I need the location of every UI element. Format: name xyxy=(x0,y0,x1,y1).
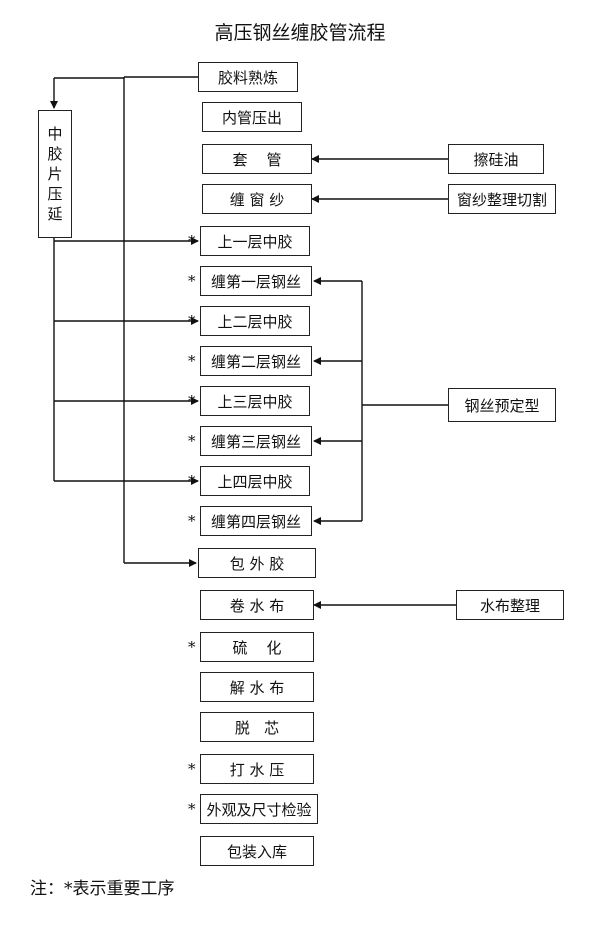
step-box-s18: 打 水 压 xyxy=(200,754,314,784)
step-box-s4: 缠 窗 纱 xyxy=(202,184,312,214)
step-box-s6: 缠第一层钢丝 xyxy=(200,266,312,296)
step-box-s1: 胶料熟炼 xyxy=(198,62,298,92)
important-step-star: * xyxy=(188,392,196,410)
side-char: 片 xyxy=(47,165,63,183)
side-char: 胶 xyxy=(47,145,63,163)
input-box-i4: 水布整理 xyxy=(456,590,564,620)
important-step-star: * xyxy=(188,472,196,490)
step-box-s7: 上二层中胶 xyxy=(200,306,310,336)
step-box-s5: 上一层中胶 xyxy=(200,226,310,256)
step-box-s14: 卷 水 布 xyxy=(200,590,314,620)
important-step-star: * xyxy=(188,512,196,530)
step-box-s20: 包装入库 xyxy=(200,836,314,866)
important-step-star: * xyxy=(188,352,196,370)
important-step-star: * xyxy=(188,638,196,656)
side-char: 延 xyxy=(47,205,63,223)
step-box-s10: 缠第三层钢丝 xyxy=(200,426,312,456)
step-box-s17: 脱 芯 xyxy=(200,712,314,742)
important-step-star: * xyxy=(188,232,196,250)
step-box-s11: 上四层中胶 xyxy=(200,466,310,496)
step-box-s13: 包 外 胶 xyxy=(198,548,316,578)
important-step-star: * xyxy=(188,272,196,290)
step-box-s16: 解 水 布 xyxy=(200,672,314,702)
step-box-s15: 硫 化 xyxy=(200,632,314,662)
side-char: 中 xyxy=(47,125,63,143)
diagram-title: 高压钢丝缠胶管流程 xyxy=(214,22,386,44)
important-step-star: * xyxy=(188,312,196,330)
step-box-s8: 缠第二层钢丝 xyxy=(200,346,312,376)
step-box-s9: 上三层中胶 xyxy=(200,386,310,416)
input-box-i2: 窗纱整理切割 xyxy=(448,184,556,214)
important-step-star: * xyxy=(188,800,196,818)
step-box-s12: 缠第四层钢丝 xyxy=(200,506,312,536)
input-box-i3: 钢丝预定型 xyxy=(448,388,556,422)
side-char: 压 xyxy=(47,185,63,203)
important-step-star: * xyxy=(188,760,196,778)
footnote: 注：*表示重要工序 xyxy=(30,879,175,899)
step-box-s2: 内管压出 xyxy=(202,102,302,132)
important-step-star: * xyxy=(188,432,196,450)
side-process-box: 中 胶 片 压 延 xyxy=(38,110,72,238)
step-box-s3: 套 管 xyxy=(202,144,312,174)
step-box-s19: 外观及尺寸检验 xyxy=(200,794,318,824)
input-box-i1: 擦硅油 xyxy=(448,144,544,174)
